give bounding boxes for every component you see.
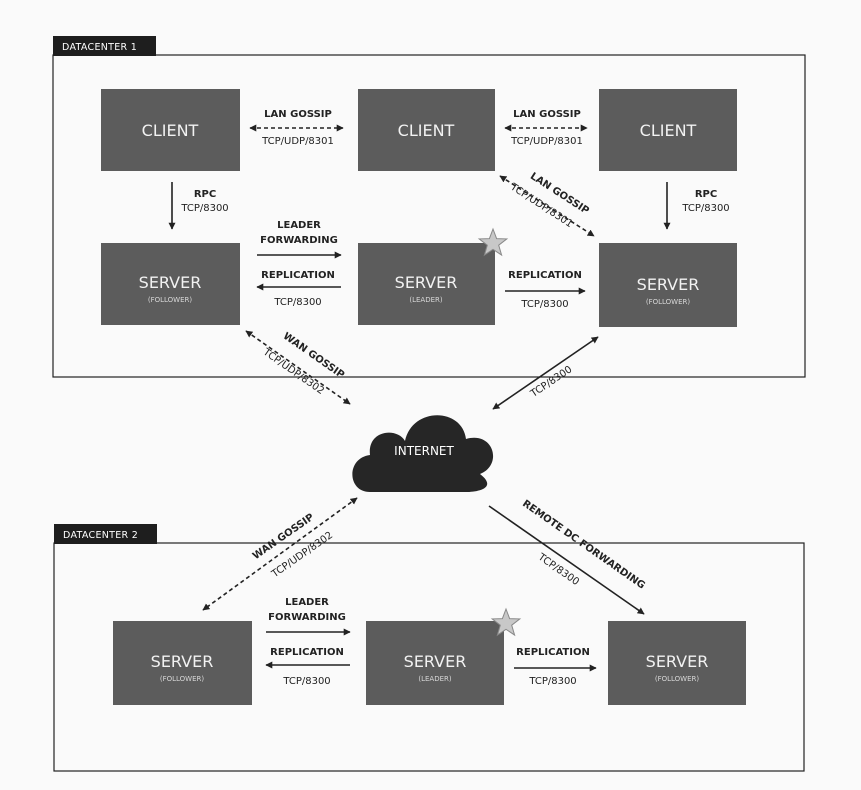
- remote-dc-forwarding-port: TCP/8300: [535, 551, 581, 588]
- server-role: (LEADER): [409, 296, 443, 304]
- server-role: (FOLLOWER): [646, 298, 691, 306]
- lan-gossip-label: LAN GOSSIP: [513, 109, 581, 120]
- dc1-client-left: CLIENT: [101, 89, 240, 171]
- datacenter-1-frame: [52, 54, 806, 378]
- datacenter-1: DATACENTER 1 CLIENT CLIENT CLIENT SERVER…: [52, 36, 806, 378]
- dc1-server-middle: SERVER (LEADER): [358, 243, 495, 325]
- dc1-server-right: SERVER (FOLLOWER): [599, 243, 737, 327]
- server-label: SERVER: [395, 273, 458, 292]
- datacenter-2-tab: [54, 524, 157, 544]
- replication-label: REPLICATION: [270, 647, 344, 658]
- datacenter-2: DATACENTER 2 SERVER (FOLLOWER) SERVER (L…: [53, 524, 805, 772]
- server-label: SERVER: [646, 652, 709, 671]
- remote-dc-forwarding-label: REMOTE DC FORWARDING: [520, 498, 647, 591]
- datacenter-2-label: DATACENTER 2: [63, 530, 138, 541]
- lan-gossip-diagonal-arrow: [499, 175, 595, 237]
- replication-label: REPLICATION: [516, 647, 590, 658]
- dc1-server-left: SERVER (FOLLOWER): [101, 243, 240, 325]
- dc1-client-right: CLIENT: [599, 89, 737, 171]
- rpc-label: RPC: [695, 189, 717, 200]
- internet-cloud-icon: [352, 415, 494, 492]
- replication-port: TCP/8300: [273, 297, 321, 308]
- internet: INTERNET WAN GOSSIP TCP/UDP/8302 TCP/830…: [202, 330, 647, 615]
- dc2-leader-star-icon: [490, 607, 522, 637]
- internet-label: INTERNET: [394, 444, 454, 458]
- replication-label: REPLICATION: [261, 270, 335, 281]
- replication-port: TCP/8300: [520, 299, 568, 310]
- leader-forwarding-label: LEADER: [277, 220, 321, 231]
- server-role: (FOLLOWER): [655, 675, 700, 683]
- datacenter-2-frame: [53, 542, 805, 772]
- dc2-server-right: SERVER (FOLLOWER): [608, 621, 746, 705]
- server-label: SERVER: [637, 275, 700, 294]
- lan-gossip-port: TCP/UDP/8301: [510, 136, 583, 147]
- server-internet-arrow: [492, 336, 599, 410]
- dc2-server-left: SERVER (FOLLOWER): [113, 621, 252, 705]
- server-label: SERVER: [151, 652, 214, 671]
- client-label: CLIENT: [640, 121, 697, 140]
- dc1-client-middle: CLIENT: [358, 89, 495, 171]
- dc2-server-middle: SERVER (LEADER): [366, 621, 504, 705]
- lan-gossip-port: TCP/UDP/8301: [507, 181, 574, 230]
- leader-forwarding-label: FORWARDING: [260, 235, 338, 246]
- leader-forwarding-label: FORWARDING: [268, 612, 346, 623]
- client-label: CLIENT: [142, 121, 199, 140]
- replication-port: TCP/8300: [528, 676, 576, 687]
- wan-gossip-top-arrow: [245, 330, 351, 405]
- rpc-port: TCP/8300: [681, 203, 729, 214]
- replication-label: REPLICATION: [508, 270, 582, 281]
- lan-gossip-port: TCP/UDP/8301: [261, 136, 334, 147]
- datacenter-1-tab: [53, 36, 156, 56]
- leader-forwarding-label: LEADER: [285, 597, 329, 608]
- datacenter-1-label: DATACENTER 1: [62, 42, 137, 53]
- remote-dc-forwarding-arrow: [488, 505, 645, 615]
- rpc-label: RPC: [194, 189, 216, 200]
- server-label: SERVER: [139, 273, 202, 292]
- server-role: (FOLLOWER): [148, 296, 193, 304]
- replication-port: TCP/8300: [282, 676, 330, 687]
- server-role: (LEADER): [418, 675, 452, 683]
- wan-gossip-bottom-arrow: [202, 497, 358, 611]
- dc1-leader-star-icon: [477, 227, 509, 257]
- lan-gossip-label: LAN GOSSIP: [264, 109, 332, 120]
- client-label: CLIENT: [398, 121, 455, 140]
- server-label: SERVER: [404, 652, 467, 671]
- server-role: (FOLLOWER): [160, 675, 205, 683]
- rpc-port: TCP/8300: [180, 203, 228, 214]
